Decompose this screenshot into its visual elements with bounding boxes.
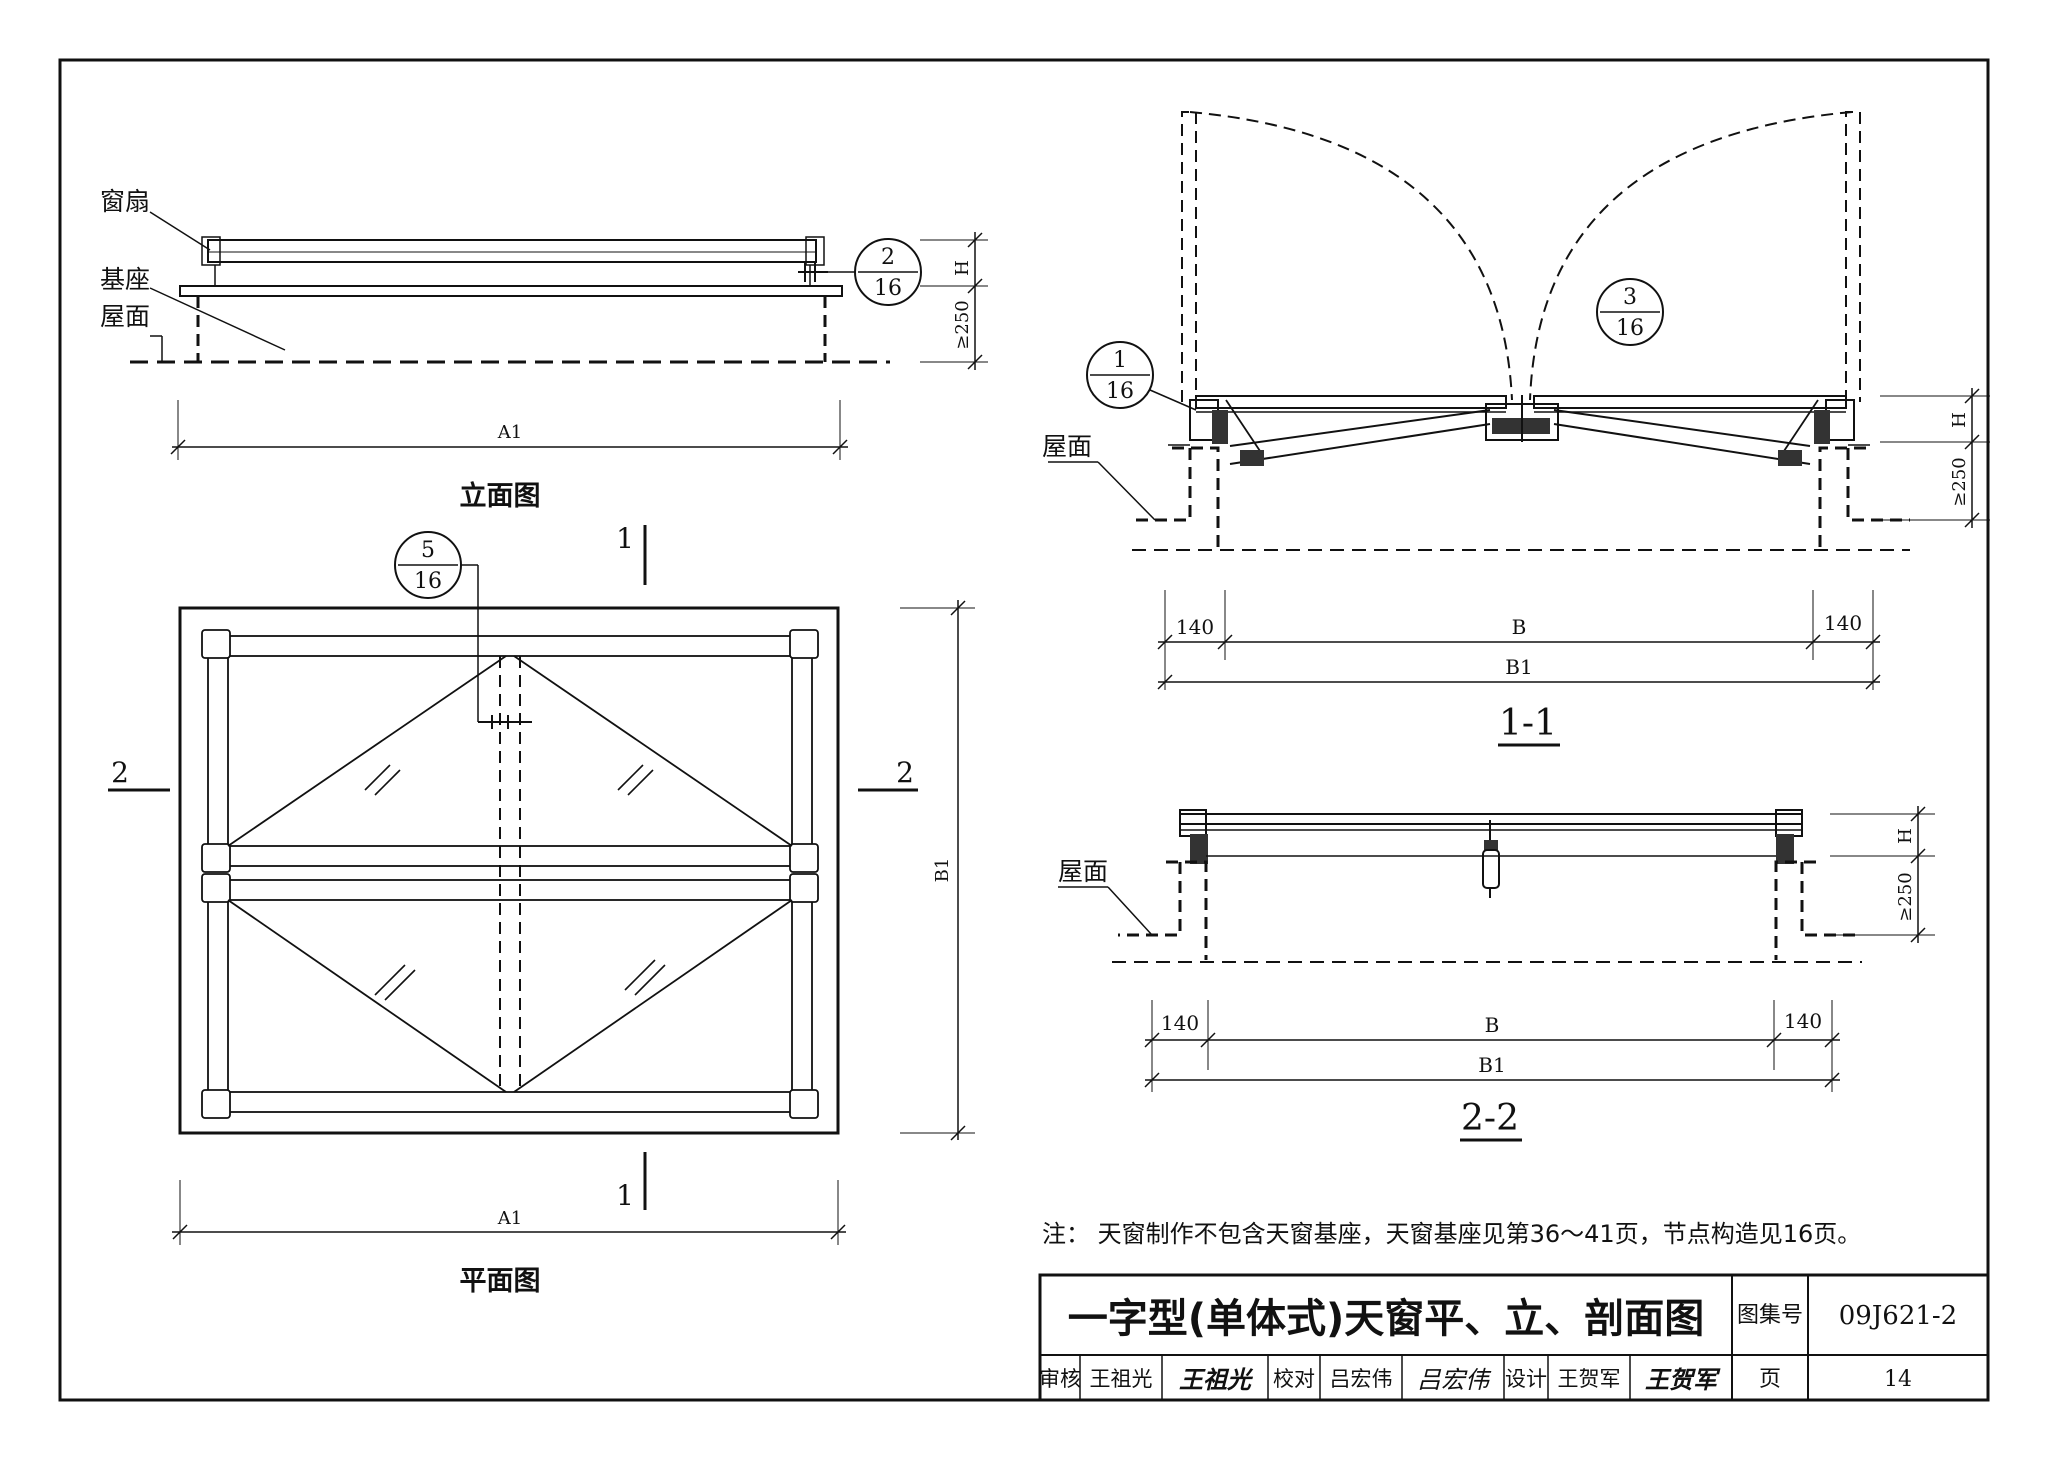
section-1-1-caption: 1-1 xyxy=(1499,703,1557,744)
section-1-1-detail-left xyxy=(1086,341,1154,409)
section-1-1-dim-250: ≥250 xyxy=(1949,457,1970,506)
elevation-caption: 立面图 xyxy=(460,480,541,512)
reviewer-name: 王祖光 xyxy=(1090,1367,1153,1391)
section-2-2-dim-250: ≥250 xyxy=(1895,872,1916,921)
elevation-label-base: 基座 xyxy=(100,265,150,294)
sheet-border xyxy=(58,58,1990,1402)
section-2-2-dim-b: B xyxy=(1485,1013,1500,1037)
designer-signature: 王贺军 xyxy=(1645,1366,1721,1394)
designer-name: 王贺军 xyxy=(1558,1367,1621,1391)
page-number: 14 xyxy=(1884,1367,1912,1392)
elevation-detail-num: 2 xyxy=(881,245,895,270)
section-2-2-view: 屋面 H ≥250 140 B 140 B1 2-2 xyxy=(1058,806,1935,1142)
section-1-1-detail-left-page: 16 xyxy=(1106,379,1134,404)
elevation-label-sash: 窗扇 xyxy=(100,187,150,216)
elevation-dim-a1: A1 xyxy=(497,422,522,443)
plan-outer-base xyxy=(178,606,840,1135)
section-2-2-caption: 2-2 xyxy=(1461,1098,1519,1139)
section-1-1-dim-b: B xyxy=(1512,615,1527,639)
section-1-1-dim-140-left: 140 xyxy=(1176,615,1214,639)
section-1-1-detail-left-num: 1 xyxy=(1113,348,1127,373)
plan-detail-bubble xyxy=(394,531,462,599)
section-2-2-dim-140-left: 140 xyxy=(1161,1011,1199,1035)
plan-detail-num: 5 xyxy=(421,538,435,563)
elevation-sash xyxy=(207,239,817,263)
section-1-1-label-roof: 屋面 xyxy=(1042,432,1092,461)
plan-cut-1-bottom: 1 xyxy=(616,1179,634,1212)
check-label: 校对 xyxy=(1273,1367,1315,1391)
elevation-dim-h: H xyxy=(952,260,973,276)
elevation-dim-250: ≥250 xyxy=(952,300,973,349)
design-label: 设计 xyxy=(1505,1367,1547,1391)
elevation-label-roof: 屋面 xyxy=(100,302,150,331)
plan-caption: 平面图 xyxy=(460,1266,541,1297)
section-1-1-view: 屋面 1 16 3 16 H ≥250 140 B 140 xyxy=(1042,111,1990,747)
section-1-1-detail-mid xyxy=(1596,278,1664,346)
plan-view: 5 16 1 1 2 2 B1 A1 平面图 xyxy=(108,522,975,1297)
plan-cut-1-top: 1 xyxy=(616,522,634,555)
page-label: 页 xyxy=(1759,1367,1781,1392)
title-block: 一字型(单体式)天窗平、立、剖面图 图集号 09J621-2 审核 王祖光 王祖… xyxy=(1038,1273,1990,1402)
title-main: 一字型(单体式)天窗平、立、剖面图 xyxy=(1068,1296,1705,1342)
plan-dim-a1: A1 xyxy=(497,1208,522,1229)
note-text: 注： 天窗制作不包含天窗基座，天窗基座见第36～41页，节点构造见16页。 xyxy=(1042,1220,1861,1248)
checker-name: 吕宏伟 xyxy=(1330,1367,1393,1391)
section-1-1-dim-h: H xyxy=(1949,412,1970,428)
plan-cut-2-left: 2 xyxy=(111,756,129,789)
elevation-base xyxy=(179,285,843,297)
section-2-2-dim-h: H xyxy=(1895,828,1916,844)
plan-cut-2-right: 2 xyxy=(896,756,914,789)
elevation-detail-page: 16 xyxy=(874,276,902,301)
checker-signature: 吕宏伟 xyxy=(1417,1366,1492,1394)
reviewer-signature: 王祖光 xyxy=(1179,1366,1254,1394)
plan-detail-page: 16 xyxy=(414,569,442,594)
elevation-view: 窗扇 基座 屋面 2 16 H ≥250 A1 立面图 xyxy=(100,187,988,512)
review-label: 审核 xyxy=(1039,1367,1081,1391)
elevation-detail-bubble xyxy=(854,238,922,306)
atlas-label: 图集号 xyxy=(1737,1303,1803,1328)
section-1-1-detail-mid-num: 3 xyxy=(1623,285,1637,310)
section-1-1-detail-mid-page: 16 xyxy=(1616,316,1644,341)
section-1-1-dim-140-right: 140 xyxy=(1824,611,1862,635)
section-1-1-dim-b1: B1 xyxy=(1505,655,1532,679)
section-2-2-dim-b1: B1 xyxy=(1478,1053,1505,1077)
plan-dim-b1: B1 xyxy=(932,858,953,883)
section-2-2-dim-140-right: 140 xyxy=(1784,1009,1822,1033)
atlas-number: 09J621-2 xyxy=(1839,1301,1957,1331)
section-2-2-label-roof: 屋面 xyxy=(1058,857,1108,886)
